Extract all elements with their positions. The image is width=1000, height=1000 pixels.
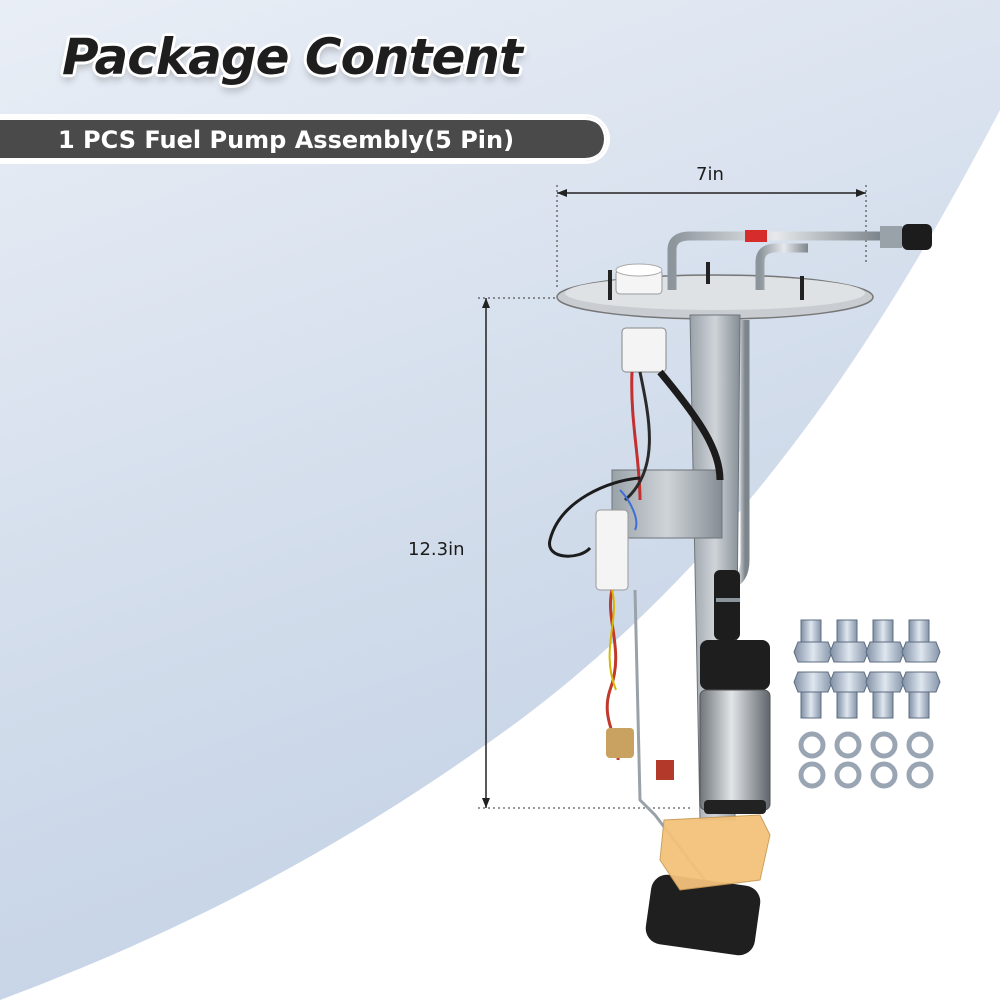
width-dimension-label: 7in [696,164,724,185]
height-dimension-label: 12.3in [408,539,465,560]
subtitle-banner: 1 PCS Fuel Pump Assembly(5 Pin) [0,114,610,164]
page-title: Package Content [62,28,523,86]
subtitle-text: 1 PCS Fuel Pump Assembly(5 Pin) [58,126,515,154]
